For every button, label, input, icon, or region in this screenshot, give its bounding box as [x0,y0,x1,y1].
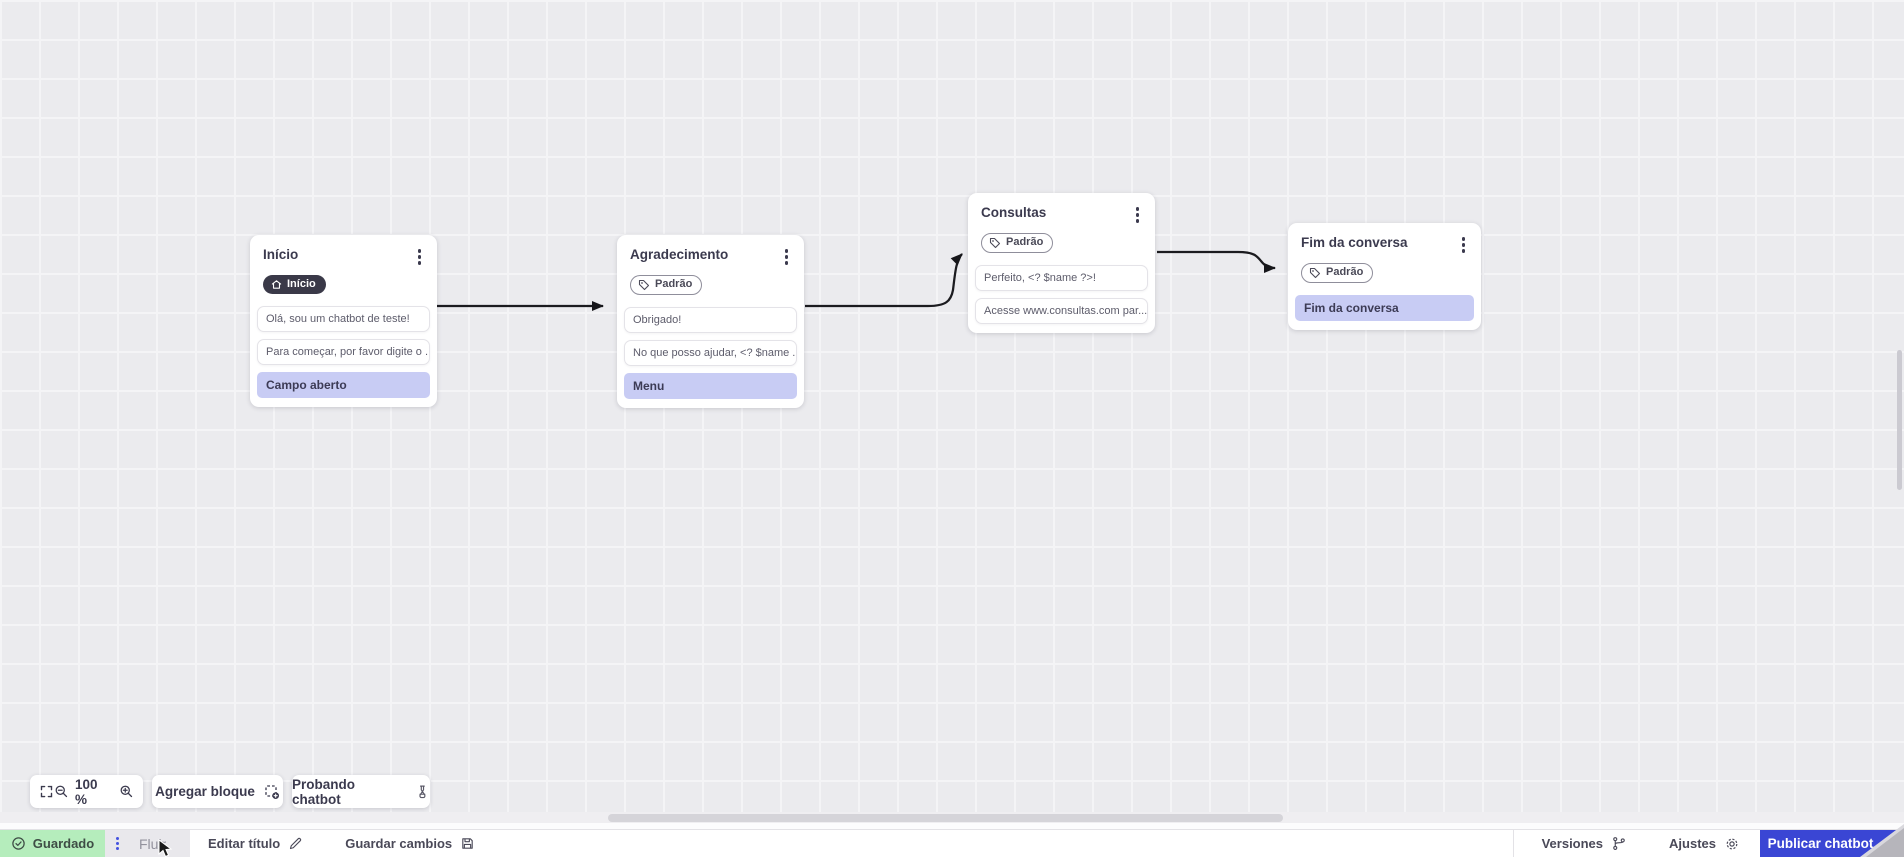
node-type-badge: Início [263,275,326,294]
connection-consultas-fim [1157,252,1275,268]
action-row-menu[interactable]: Menu [624,373,797,399]
settings-button[interactable]: Ajustes [1669,836,1740,852]
add-block-label: Agregar bloque [155,784,255,799]
save-changes-button[interactable]: Guardar cambios [345,836,475,851]
node-title: Fim da conversa [1301,235,1408,250]
flow-node-fim-da-conversa[interactable]: Fim da conversa Padrão Fim da conversa [1288,223,1481,330]
check-circle-icon [11,836,26,851]
publish-label: Publicar chatbot [1768,836,1874,851]
message-card[interactable]: Obrigado! [624,307,797,333]
horizontal-scrollbar-thumb[interactable] [608,814,1283,822]
node-type-badge: Padrão [630,275,702,295]
bottom-status-bar: Guardado Fluir Editar título Guardar cam… [0,829,1904,857]
zoom-in-icon[interactable] [119,784,134,799]
tag-icon [989,237,1001,249]
home-icon [271,279,282,290]
message-card[interactable]: No que posso ajudar, <? $name ... [624,340,797,366]
tag-icon [638,279,650,291]
add-block-icon [264,784,280,800]
zoom-toolbar: 100 % [30,775,143,808]
badge-label: Padrão [655,279,692,290]
fullscreen-icon[interactable] [39,784,54,799]
vertical-scrollbar-thumb[interactable] [1897,350,1902,490]
flow-label: Fluir [139,836,166,852]
test-chatbot-label: Probando chatbot [292,777,406,807]
node-header: Consultas [975,203,1148,225]
flow-node-inicio[interactable]: Início Início Olá, sou um chatbot de tes… [250,235,437,407]
node-header: Fim da conversa [1295,233,1474,255]
message-card[interactable]: Olá, sou um chatbot de teste! [257,306,430,332]
node-header: Início [257,245,430,267]
badge-label: Padrão [1006,237,1043,248]
flow-node-consultas[interactable]: Consultas Padrão Perfeito, <? $name ?>! … [968,193,1155,333]
versions-button[interactable]: Versiones [1542,836,1627,851]
flow-canvas[interactable]: Início Início Olá, sou um chatbot de tes… [0,0,1904,829]
flow-kebab-menu-icon[interactable] [116,837,119,850]
message-card[interactable]: Para começar, por favor digite o ... [257,339,430,365]
save-changes-label: Guardar cambios [345,836,452,851]
kebab-menu-icon[interactable] [1459,235,1469,255]
edit-title-label: Editar título [208,836,280,851]
connection-arrows [0,0,1904,829]
node-title: Início [263,247,298,262]
pencil-icon [288,836,303,851]
zoom-out-icon[interactable] [54,784,69,799]
badge-label: Padrão [1326,267,1363,278]
node-title: Consultas [981,205,1046,220]
action-row-fim[interactable]: Fim da conversa [1295,295,1474,321]
edit-title-button[interactable]: Editar título [208,836,303,851]
upload-icon [1881,836,1896,851]
tag-icon [1309,267,1321,279]
test-chatbot-button[interactable]: Probando chatbot [292,775,430,808]
kebab-menu-icon[interactable] [1133,205,1143,225]
node-type-badge: Padrão [981,233,1053,253]
publish-chatbot-button[interactable]: Publicar chatbot [1760,830,1904,857]
message-card[interactable]: Acesse www.consultas.com par... [975,298,1148,324]
zoom-level-label: 100 % [75,777,113,807]
floppy-icon [460,836,475,851]
action-row-campo-aberto[interactable]: Campo aberto [257,372,430,398]
node-title: Agradecimento [630,247,728,262]
saved-label: Guardado [33,836,94,851]
node-header: Agradecimento [624,245,797,267]
connection-agradecimento-consultas [805,254,962,306]
message-card[interactable]: Perfeito, <? $name ?>! [975,265,1148,291]
kebab-menu-icon[interactable] [415,247,425,267]
add-block-button[interactable]: Agregar bloque [152,775,283,808]
gear-icon [1724,836,1740,852]
flask-icon [415,784,430,800]
kebab-menu-icon[interactable] [782,247,792,267]
badge-label: Início [287,279,316,290]
git-branch-icon [1611,836,1627,851]
versions-label: Versiones [1542,836,1603,851]
settings-label: Ajustes [1669,836,1716,851]
flow-node-agradecimento[interactable]: Agradecimento Padrão Obrigado! No que po… [617,235,804,408]
tab-flow[interactable]: Fluir [105,830,190,857]
saved-status-badge: Guardado [0,830,105,857]
statusbar-divider [1513,830,1514,857]
node-type-badge: Padrão [1301,263,1373,283]
